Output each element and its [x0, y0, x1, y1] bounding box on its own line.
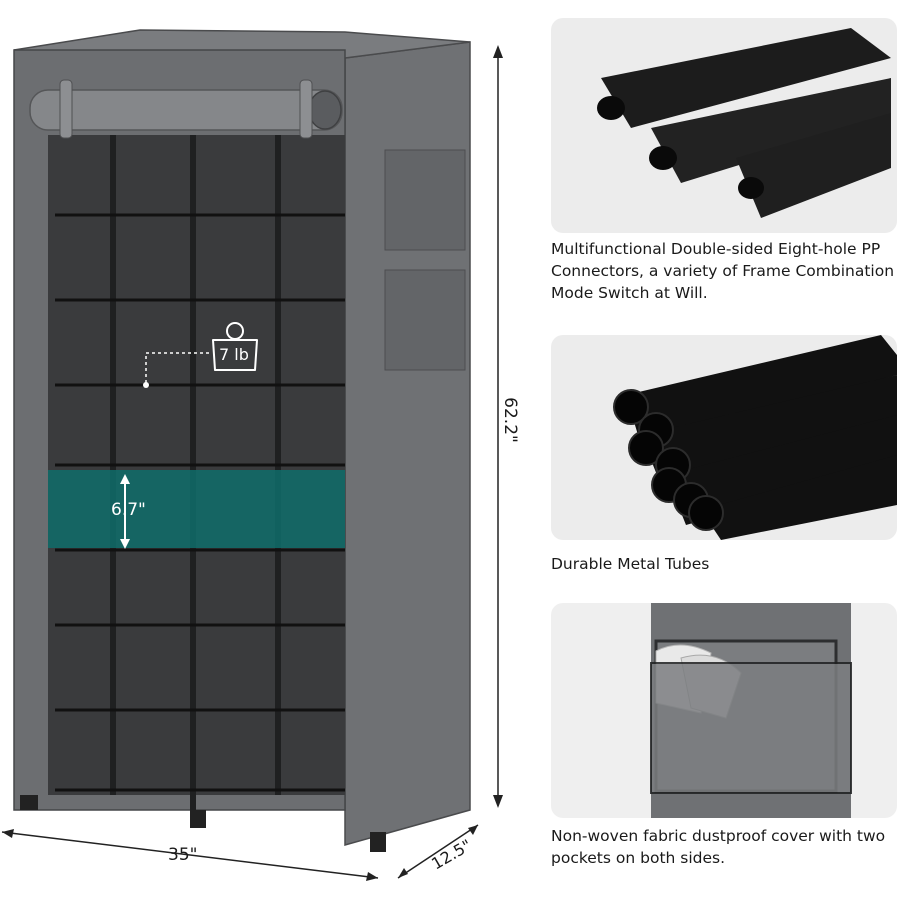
feature-caption-cover: Non-woven fabric dustproof cover with tw… — [551, 827, 886, 867]
shoe-rack-drawing — [1, 29, 503, 881]
shoe-rack-illustration: 7 lb 6.7" 62.2" 35" 12.5" — [1, 29, 520, 881]
roll-strap-left — [59, 79, 73, 139]
height-label: 62.2" — [499, 397, 520, 443]
feature-panel-connectors — [551, 18, 897, 233]
feature-panel-tubes — [551, 335, 897, 540]
side-pocket-upper — [384, 149, 466, 251]
metal-tubes-image — [613, 335, 897, 540]
shelves — [55, 213, 345, 792]
weight-leader-line — [145, 352, 212, 383]
fabric-cover-image — [650, 603, 852, 818]
rolled-cover — [29, 89, 343, 131]
load-capacity-label: 7 lb — [219, 345, 249, 364]
feature-panel-cover — [551, 603, 897, 818]
connector-image — [597, 28, 891, 218]
weight-icon — [212, 339, 258, 371]
depth-arrow — [397, 824, 479, 879]
roll-end — [308, 90, 342, 130]
side-pocket-lower — [384, 269, 466, 371]
feature-caption-connectors: Multifunctional Double-sided Eight-hole … — [551, 240, 895, 302]
leg-center — [190, 810, 206, 828]
width-arrow — [1, 831, 379, 879]
roll-strap-right — [299, 79, 313, 139]
leg-left — [20, 795, 38, 810]
shelf-gap-highlight — [48, 470, 345, 548]
width-label: 35" — [168, 845, 198, 865]
feature-caption-tubes: Durable Metal Tubes — [551, 555, 710, 573]
leg-right — [370, 832, 386, 852]
shelf-gap-label: 6.7" — [111, 500, 146, 520]
